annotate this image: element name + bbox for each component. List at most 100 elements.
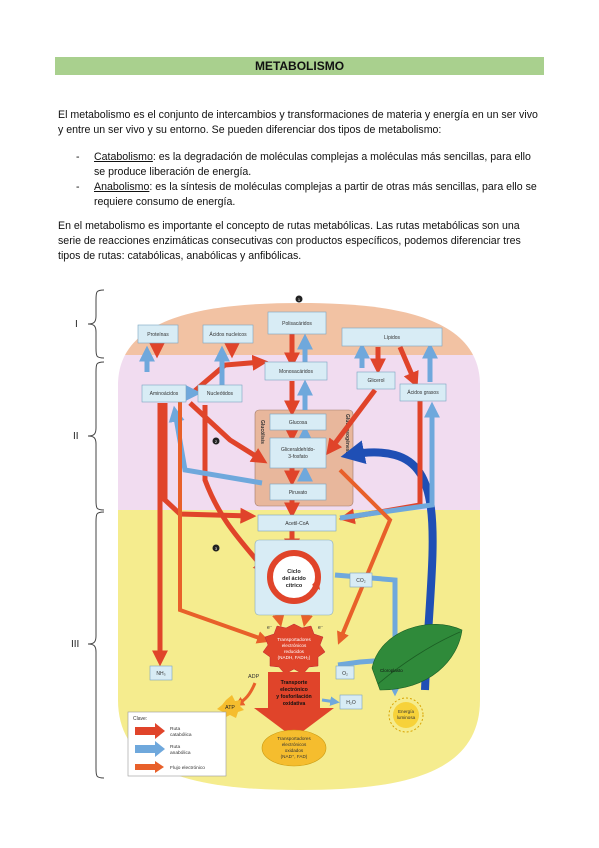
leaf-vein bbox=[377, 631, 461, 685]
box-glicerol: Glicerol bbox=[356, 371, 396, 390]
oxidative-line-2: electrónico bbox=[280, 687, 308, 693]
box-proteinas-label: Proteínas bbox=[147, 332, 169, 338]
box-h2o-label: H₂O bbox=[346, 700, 356, 706]
box-acidos-grasos-label: Ácidos grasos bbox=[407, 389, 439, 396]
bullet-dash: - bbox=[76, 151, 80, 163]
legend-catabolic-label-1: Ruta bbox=[170, 726, 180, 732]
box-glucosa-label: Glucosa bbox=[289, 420, 308, 426]
stage-number-2: 2 bbox=[212, 437, 220, 445]
box-o2-label: O₂ bbox=[342, 671, 348, 677]
box-h2o: H₂O bbox=[339, 694, 363, 710]
box-co2-label: CO₂ bbox=[356, 578, 366, 584]
arrow-electron-glicerol bbox=[337, 468, 393, 645]
stage-number-2-text: 2 bbox=[215, 439, 218, 444]
reduced-line-3: reducidos bbox=[284, 649, 305, 654]
legend-anabolic-label-1: Ruta bbox=[170, 744, 180, 750]
arrow-lipidos-acidosgrasos bbox=[397, 346, 419, 388]
cycle-arrowhead bbox=[312, 578, 320, 590]
ciclo-line-2: del ácido bbox=[282, 576, 306, 582]
gluconeogenesis-label: Gluconeogénesis bbox=[344, 414, 350, 456]
definition-anabolismo: : es la síntesis de moléculas complejas … bbox=[94, 181, 537, 208]
brace-label-II: II bbox=[73, 431, 79, 442]
electron-label-1: e⁻ bbox=[267, 625, 273, 631]
box-nh3: NH₃ bbox=[149, 665, 173, 681]
oxidative-line-1: Transporte bbox=[281, 680, 308, 686]
legend: Clave: Ruta catabólica Ruta anabólica Fl… bbox=[127, 711, 227, 777]
box-glucosa: Glucosa bbox=[269, 413, 327, 431]
bullet-dash: - bbox=[76, 181, 80, 193]
oxidized-line-4: (NAD⁺, FAD) bbox=[281, 754, 308, 759]
box-o2: O₂ bbox=[335, 665, 355, 680]
stage-number-1: 1 bbox=[295, 295, 303, 303]
legend-catabolic-arrow bbox=[135, 723, 165, 739]
arrow-electron-aminoacidos bbox=[178, 400, 270, 644]
box-lipidos-label: Lípidos bbox=[384, 335, 401, 341]
box-acidos-nucleicos: Ácidos nucleicos bbox=[202, 324, 254, 344]
box-polisacaridos: Polisacáridos bbox=[267, 311, 327, 335]
routes-paragraph: En el metabolismo es importante el conce… bbox=[58, 220, 521, 262]
box-polisacaridos-label: Polisacáridos bbox=[282, 321, 312, 327]
ciclo-line-1: Ciclo bbox=[287, 569, 301, 575]
box-gliceraldehido-label-1: Gliceraldehído- bbox=[281, 447, 315, 453]
legend-anabolic-label-2: anabólica bbox=[170, 750, 191, 756]
oxidized-line-2: electrónicos bbox=[282, 742, 307, 747]
legend-anabolic: Ruta anabólica bbox=[135, 741, 191, 757]
term-catabolismo: Catabolismo bbox=[94, 151, 153, 163]
bullet-text: Catabolismo: es la degradación de molécu… bbox=[94, 150, 544, 180]
legend-catabolic: Ruta catabólica bbox=[135, 723, 192, 739]
intro-paragraph: El metabolismo es el conjunto de interca… bbox=[58, 109, 538, 136]
legend-catabolic-label-2: catabólica bbox=[170, 732, 192, 738]
box-acidos-grasos: Ácidos grasos bbox=[399, 383, 447, 402]
reduced-line-2: electrónicos bbox=[282, 643, 307, 648]
molecule-boxes: Proteínas Ácidos nucleicos Polisacáridos… bbox=[137, 311, 447, 710]
leaf-chloroplast bbox=[371, 623, 463, 691]
box-lipidos: Lípidos bbox=[341, 327, 443, 347]
box-glicerol-label: Glicerol bbox=[368, 378, 385, 384]
box-piruvato-label: Piruvato bbox=[289, 490, 308, 496]
box-acidos-nucleicos-label: Ácidos nucleicos bbox=[209, 331, 247, 338]
energia-line-1: Energía bbox=[398, 709, 415, 714]
stage-number-1-text: 1 bbox=[298, 297, 301, 302]
box-nucleotidos: Nucleótidos bbox=[197, 384, 243, 403]
brace-label-III: III bbox=[71, 639, 79, 650]
legend-electron-arrow bbox=[135, 761, 164, 773]
box-nucleotidos-label: Nucleótidos bbox=[207, 391, 234, 397]
box-aminoacidos-label: Aminoácidos bbox=[150, 391, 179, 397]
energia-line-2: luminosa bbox=[397, 715, 416, 720]
arrow-aminoacidos-acetilcoa bbox=[162, 403, 257, 524]
cloroplasto-label: Cloroplasto bbox=[380, 668, 403, 673]
box-acetil-coa: Acetil-CoA bbox=[257, 514, 337, 532]
legend-electron-label: Flujo electrónico bbox=[170, 765, 205, 771]
electron-label-2: e⁻ bbox=[318, 625, 324, 631]
box-monosacaridos: Monosacáridos bbox=[264, 361, 328, 381]
box-monosacaridos-label: Monosacáridos bbox=[279, 369, 313, 375]
page-title: METABOLISMO bbox=[55, 57, 544, 75]
term-anabolismo: Anabolismo bbox=[94, 181, 150, 193]
stage-number-3: 3 bbox=[212, 544, 220, 552]
box-co2: CO₂ bbox=[349, 572, 373, 588]
box-nh3-label: NH₃ bbox=[156, 671, 165, 677]
oxidized-line-1: Transportadores bbox=[277, 736, 311, 741]
stage-number-3-text: 3 bbox=[215, 546, 218, 551]
box-acetil-coa-label: Acetil-CoA bbox=[285, 521, 309, 527]
definition-catabolismo: : es la degradación de moléculas complej… bbox=[94, 151, 531, 178]
oxidized-line-3: oxidados bbox=[285, 748, 304, 753]
oxidative-line-4: oxidativa bbox=[283, 701, 306, 707]
glucolisis-label: Glucólisis bbox=[259, 420, 265, 444]
legend-anabolic-arrow bbox=[135, 741, 165, 757]
brace-II: II bbox=[73, 361, 105, 511]
box-piruvato: Piruvato bbox=[269, 483, 327, 501]
brace-III: III bbox=[71, 511, 105, 779]
oxidative-line-3: y fosforilación bbox=[276, 694, 311, 700]
oxidative-phosphorylation-arrow bbox=[254, 672, 334, 738]
legend-title: Clave: bbox=[133, 716, 147, 722]
reduced-line-4: (NADH, FADH₂) bbox=[278, 655, 311, 660]
atp-label: ATP bbox=[225, 705, 235, 711]
oxidized-carriers-oval bbox=[261, 729, 327, 767]
legend-electron: Flujo electrónico bbox=[135, 761, 205, 773]
arrow-h2o bbox=[321, 696, 340, 706]
adp-label: ADP bbox=[248, 674, 260, 680]
ciclo-line-3: cítrico bbox=[286, 583, 303, 589]
bullet-text: Anabolismo: es la síntesis de moléculas … bbox=[94, 180, 544, 210]
